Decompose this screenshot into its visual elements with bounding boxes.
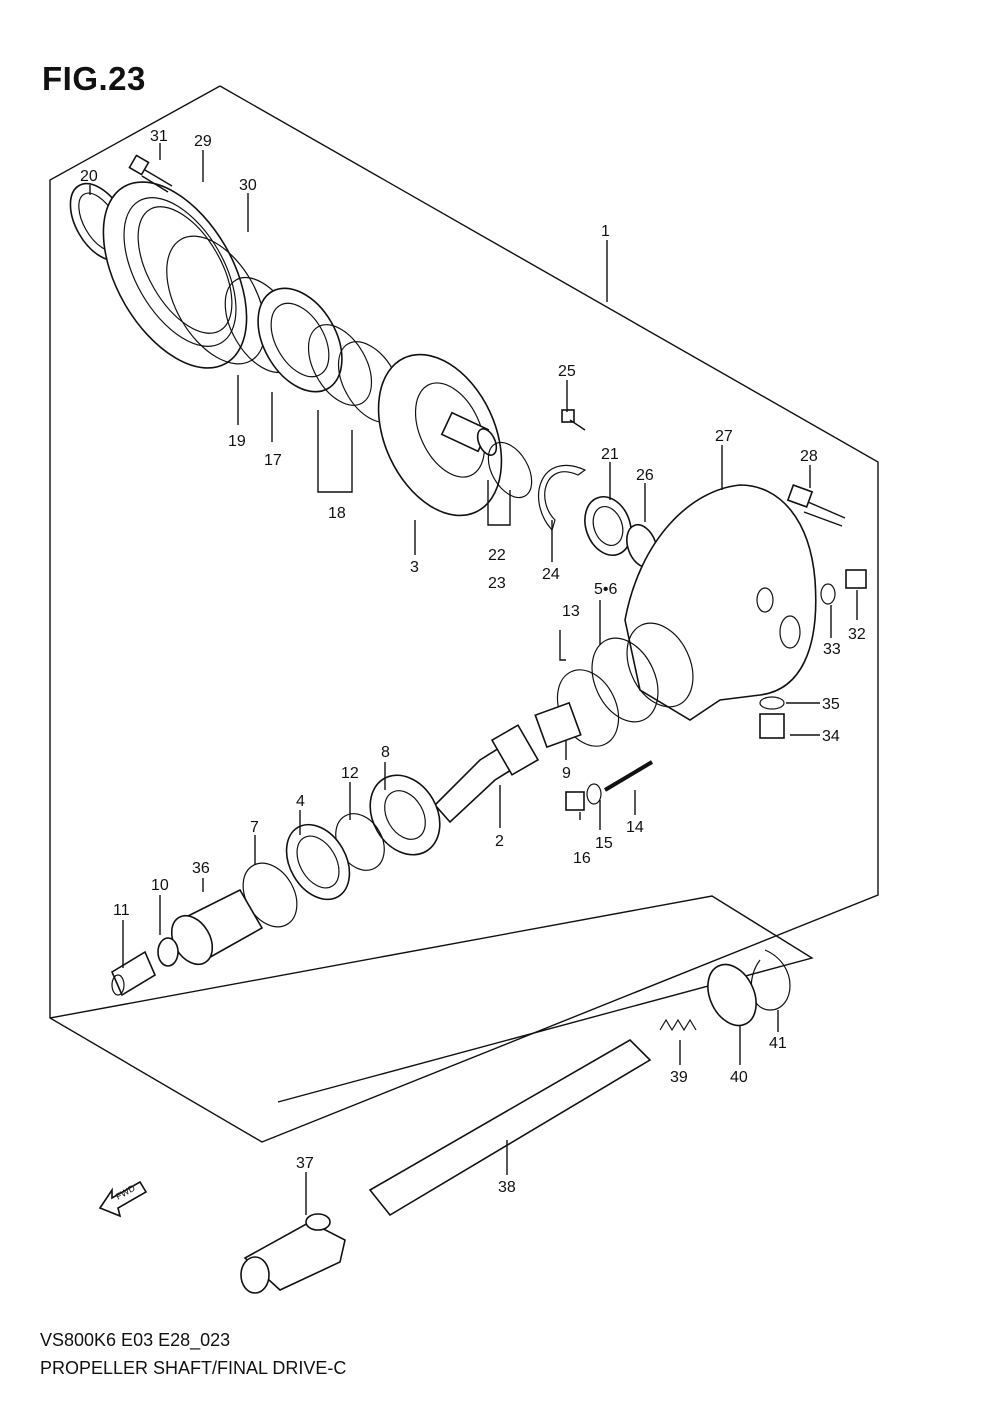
part-8-bearing	[369, 774, 441, 856]
callout-18: 18	[328, 505, 346, 522]
callout-7: 7	[250, 819, 259, 836]
callout-8: 8	[381, 744, 390, 761]
callout-19: 19	[228, 433, 246, 450]
part-21-bearing	[584, 496, 632, 556]
callout-3: 3	[410, 559, 419, 576]
callout-39: 39	[670, 1069, 688, 1086]
callout-1: 1	[601, 223, 610, 240]
callout-2: 2	[495, 833, 504, 850]
callout-22: 22	[488, 547, 506, 564]
part-2-pinion-gear	[433, 724, 540, 824]
part-33-gasket	[820, 583, 836, 605]
part-24-retaining-clip	[537, 464, 587, 532]
callout-20: 20	[80, 168, 98, 185]
callout-9: 9	[562, 765, 571, 782]
leader-lines	[89, 143, 858, 1215]
callout-32: 32	[848, 626, 866, 643]
diagram-caption: PROPELLER SHAFT/FINAL DRIVE-C	[40, 1358, 347, 1378]
part-41-circlip	[750, 949, 791, 1011]
callout-31: 31	[150, 128, 168, 145]
part-17-bearing	[257, 287, 343, 393]
part-27-final-gear-case	[624, 484, 817, 721]
part-31-bolt	[128, 154, 173, 193]
callout-25: 25	[558, 363, 576, 380]
callout-26: 26	[636, 467, 654, 484]
shaft-boundary	[49, 895, 814, 1103]
callout-36: 36	[192, 860, 210, 877]
model-code: VS800K6 E03 E28_023	[40, 1330, 231, 1350]
callout-13: 13	[562, 603, 580, 620]
callout-40: 40	[730, 1069, 748, 1086]
fwd-direction-arrow: FWD	[98, 1180, 148, 1218]
part-35-gasket	[759, 696, 785, 710]
part-36-coupling	[170, 888, 264, 966]
callout-23: 23	[488, 575, 506, 592]
part-40-oil-seal	[707, 963, 757, 1027]
part-3-final-driven-gear	[377, 353, 503, 517]
callout-10: 10	[151, 877, 169, 894]
callout-5-6: 5•6	[594, 581, 618, 598]
callout-21: 21	[601, 446, 619, 463]
part-28-breather	[786, 484, 846, 527]
callout-17: 17	[264, 452, 282, 469]
part-38-propeller-shaft	[368, 1039, 652, 1217]
callout-34: 34	[822, 728, 840, 745]
callout-38: 38	[498, 1179, 516, 1196]
part-32-filler-plug	[845, 569, 867, 589]
part-39-spring	[659, 1018, 697, 1032]
part-29-bearing-retainer	[102, 181, 248, 369]
part-9-bearing	[534, 701, 582, 749]
callout-30: 30	[239, 177, 257, 194]
part-25-bolt	[561, 409, 586, 431]
callout-4: 4	[296, 793, 305, 810]
callout-33: 33	[823, 641, 841, 658]
part-22-shim	[487, 441, 533, 499]
callout-11: 11	[113, 902, 130, 919]
part-34-drain-plug	[759, 713, 785, 739]
part-30-o-ring	[166, 235, 266, 365]
callout-27: 27	[715, 428, 733, 445]
callout-16: 16	[573, 850, 591, 867]
part-14-stud	[603, 760, 654, 792]
part-5-6-shim	[591, 637, 659, 723]
part-16-nut	[565, 791, 585, 811]
part-11-nut	[110, 950, 157, 997]
figure-title: FIG.23	[42, 60, 146, 97]
callout-labels: 1 2 3 4 5•6 7 8 9 10 11 12 13 14 15 16 1…	[80, 128, 866, 1196]
part-37-universal-joint	[240, 1213, 346, 1294]
callout-37: 37	[296, 1155, 314, 1172]
callout-24: 24	[542, 566, 560, 583]
callout-29: 29	[194, 133, 212, 150]
callout-12: 12	[341, 765, 359, 782]
part-10-washer	[157, 937, 179, 967]
callout-41: 41	[769, 1035, 787, 1052]
callout-28: 28	[800, 448, 818, 465]
callout-35: 35	[822, 696, 840, 713]
part-15-washer	[586, 783, 602, 805]
assembly-boundary	[49, 85, 879, 1143]
callout-15: 15	[595, 835, 613, 852]
callout-14: 14	[626, 819, 644, 836]
part-4-bearing-nut	[285, 823, 351, 901]
